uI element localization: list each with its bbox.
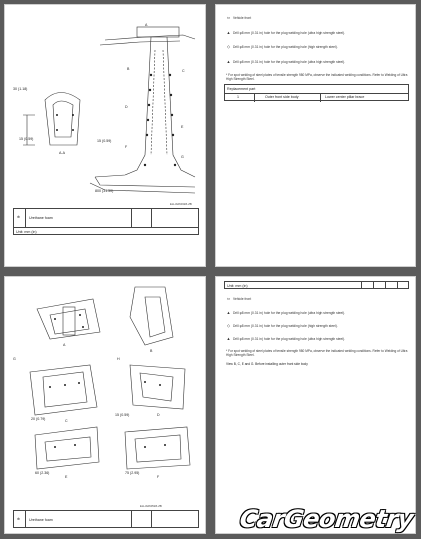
unit-label: Unit: mm (in) [227,283,248,288]
diamond-icon: ◇ [226,44,231,49]
triangle-icon: ▲ [226,310,231,315]
triangle-icon: ▲ [226,336,231,341]
callout-a: A [145,23,148,27]
legend-item-uhss-2: ▲ Drill φ8 mm (0.31 in) hole for the plu… [226,59,346,65]
callout-f: F [125,145,128,149]
dim-30: 30 (1.18) [13,87,28,91]
dim-800: 800 (31.50) [95,189,114,193]
cargeometry-logo: CarGeometry [238,505,415,533]
detail-views-drawing [29,286,191,470]
dim-60: 60 (2.36) [35,471,50,475]
view-label-h: H [117,357,120,361]
callout-b: B [127,67,130,71]
view-caption: View B, C, E and G. Before installing ou… [226,362,308,366]
parts-table: Replacement part 1 Outer front side body… [224,84,409,102]
callout-g: G [181,155,184,159]
foam-label: Urethane foam [29,216,53,220]
view-label-f: F [157,475,160,479]
part-number: 1 [237,95,239,99]
manual-page-2: ⇦ Vehicle front ▲ Drill φ8 mm (0.31 in) … [215,4,416,267]
pillar-overview-drawing [23,26,196,194]
view-label-b: B [150,349,153,353]
manual-page-4: Unit: mm (in) ⇦ Vehicle front ▲ Drill φ8… [215,276,416,534]
unit-table: Unit: mm (in) [224,281,409,289]
legend-item-front: ⇦ Vehicle front [226,15,252,21]
triangle-icon: ▲ [226,59,231,64]
arrow-left-icon: ⇦ [226,296,231,301]
view-label-a: A [63,343,66,347]
welding-note: * For spot welding of steel plates of te… [226,73,408,81]
legend-item-front: ⇦ Vehicle front [226,296,252,302]
triangle-icon: ▲ [226,30,231,35]
legend-item-uhss: ▲ Drill φ8 mm (0.31 in) hole for the plu… [226,30,346,36]
part-detail: Lower center pillar brace [325,95,365,99]
foam-symbol-icon: ⊕ [17,517,21,521]
dim-15a: 15 (0.59) [19,137,34,141]
section-label: A-A [59,151,65,155]
figure-ref: ELLIA0603ZZ-ZB [170,202,192,206]
callout-e: E [181,125,184,129]
legend-table: ⊕ Urethane foam [13,510,199,528]
arrow-left-icon: ⇦ [226,15,231,20]
unit-label: Unit: mm (in) [16,230,37,234]
legend-item-uhss-2: ▲ Drill φ8 mm (0.31 in) hole for the plu… [226,336,346,342]
view-label-g: G [13,357,16,361]
dim-20: 20 (0.79) [31,417,46,421]
figure-ref: ELLIA0605ZZ-ZB [140,504,162,508]
legend-table: ⊕ Urethane foam Unit: mm (in) [13,208,199,235]
dim-15b: 15 (0.59) [97,139,112,143]
view-label-c: C [65,419,68,423]
legend-item-hss: ◇ Drill φ8 mm (0.31 in) hole for the plu… [226,44,338,50]
diamond-icon: ◇ [226,323,231,328]
manual-page-3: A B C D E F G H 20 (0.79) 15 (0.59) 60 (… [4,276,206,534]
manual-page-1: A B C D E F G A-A 30 (1.18) 800 (31.50) … [4,4,206,267]
welding-note: * For spot welding of steel plates of te… [226,349,408,357]
foam-symbol-icon: ⊕ [17,215,21,219]
view-label-e: E [65,475,68,479]
view-label-d: D [157,413,160,417]
part-name: Outer front side body [265,95,299,99]
callout-d: D [125,105,128,109]
dim-75: 75 (2.95) [125,471,140,475]
parts-header: Replacement part [227,86,256,91]
foam-label: Urethane foam [29,518,53,522]
callout-c: C [182,69,185,73]
dim-15: 15 (0.59) [115,413,130,417]
legend-item-uhss: ▲ Drill φ8 mm (0.31 in) hole for the plu… [226,310,346,316]
legend-item-hss: ◇ Drill φ8 mm (0.31 in) hole for the plu… [226,323,338,329]
